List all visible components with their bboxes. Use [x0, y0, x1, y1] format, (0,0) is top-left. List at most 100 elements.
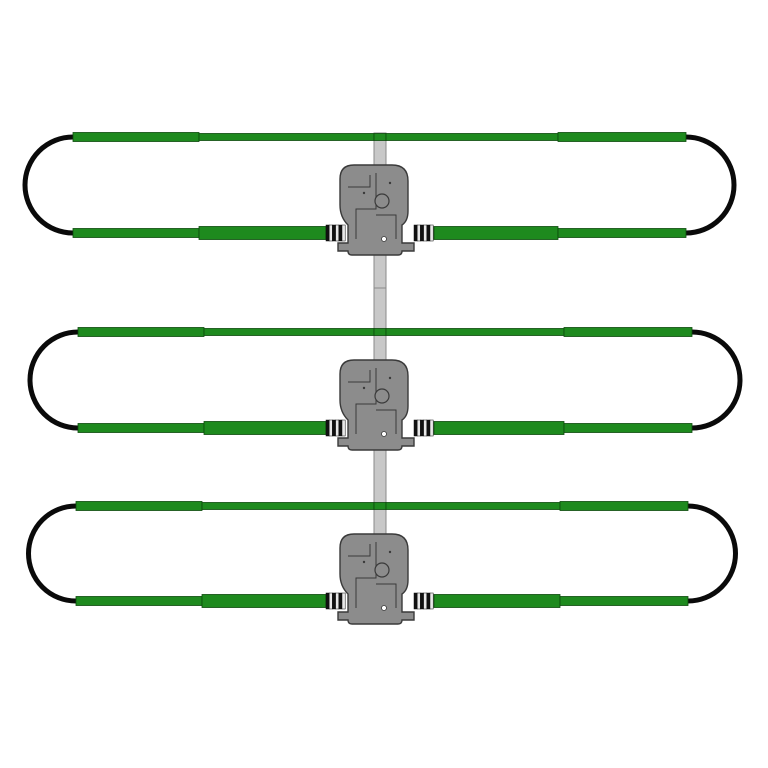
connector-band [420, 419, 424, 437]
connector-band [420, 224, 424, 242]
hub-rivet [388, 376, 392, 380]
bottom-left-inner-tube [203, 421, 327, 435]
right-loop-cable [685, 503, 738, 604]
top-tube-segment [373, 133, 387, 141]
right-connector [413, 224, 434, 242]
top-tube-segment [559, 501, 689, 511]
connector-band [416, 592, 421, 610]
hub-panel-line [376, 409, 397, 434]
top-tube-segment [373, 328, 387, 336]
connector-band [335, 592, 340, 610]
connector-band [416, 224, 421, 242]
right-loop-cable [683, 134, 737, 236]
hub-panel-line [355, 368, 377, 434]
left-connector [325, 224, 346, 242]
right-connector [413, 592, 434, 610]
connector-band [420, 592, 424, 610]
left-connector [325, 592, 346, 610]
bottom-right-inner-tube [433, 421, 565, 435]
feed-hub [337, 359, 415, 451]
connector-band [325, 224, 330, 242]
hub-panel-line [355, 173, 377, 239]
left-loop-cable [27, 329, 81, 431]
hub-panel-line [348, 370, 371, 383]
hub-panel-line [355, 542, 377, 608]
hub-panel-line [376, 583, 397, 608]
element-1 [22, 132, 737, 256]
top-tube-segment [385, 502, 561, 510]
bottom-right-outer-tube [563, 423, 693, 433]
connector-band [423, 419, 428, 437]
hub-rivet [362, 386, 366, 390]
connector-band [423, 592, 428, 610]
connector-band [413, 592, 418, 610]
connector-band [423, 224, 428, 242]
hub-terminal [381, 431, 387, 437]
connector-band [413, 419, 418, 437]
connector-band [413, 224, 418, 242]
connector-band [341, 224, 346, 242]
top-tube-segment [75, 501, 203, 511]
hub-terminal [381, 236, 387, 242]
connector-band [335, 224, 340, 242]
hub-bolt [374, 562, 390, 578]
top-tube-segment [385, 133, 559, 141]
connector-band [328, 224, 333, 242]
top-tube-segment [72, 132, 200, 142]
bottom-left-outer-tube [75, 596, 203, 606]
connector-band [338, 592, 343, 610]
hub-rivet [388, 181, 392, 185]
elements-layer [22, 132, 743, 625]
connector-band [426, 592, 431, 610]
connector-band [332, 592, 336, 610]
left-loop-cable [26, 503, 79, 604]
connector-band [416, 419, 421, 437]
top-tube-segment [203, 328, 375, 336]
connector-band [338, 224, 343, 242]
connector-band [338, 419, 343, 437]
bottom-left-inner-tube [201, 594, 327, 608]
hub-rivet [362, 191, 366, 195]
bottom-left-outer-tube [77, 423, 205, 433]
hub-terminal [381, 605, 387, 611]
connector-band [429, 224, 434, 242]
connector-band [325, 592, 330, 610]
top-tube-segment [373, 502, 387, 510]
bottom-left-inner-tube [198, 226, 327, 240]
top-tube-segment [201, 502, 375, 510]
connector-band [332, 224, 336, 242]
bottom-right-inner-tube [433, 226, 559, 240]
connector-band [335, 419, 340, 437]
connector-band [426, 419, 431, 437]
hub-bolt [374, 388, 390, 404]
bottom-right-outer-tube [559, 596, 689, 606]
element-2 [27, 327, 743, 451]
top-tube-segment [557, 132, 687, 142]
bottom-right-inner-tube [433, 594, 561, 608]
left-loop-cable [22, 134, 76, 236]
right-loop-cable [689, 329, 743, 431]
connector-band [341, 419, 346, 437]
hub-panel-line [376, 214, 397, 239]
bottom-right-outer-tube [557, 228, 687, 238]
top-tube-segment [77, 327, 205, 337]
connector-band [341, 592, 346, 610]
connector-band [332, 419, 336, 437]
top-tube-segment [198, 133, 375, 141]
feed-hub [337, 164, 415, 256]
element-3 [26, 501, 738, 625]
connector-band [426, 224, 431, 242]
bottom-left-outer-tube [72, 228, 200, 238]
connector-band [429, 592, 434, 610]
connector-band [328, 592, 333, 610]
connector-band [328, 419, 333, 437]
hub-panel-line [348, 544, 371, 557]
right-connector [413, 419, 434, 437]
hub-bolt [374, 193, 390, 209]
top-tube-segment [385, 328, 565, 336]
connector-band [429, 419, 434, 437]
left-connector [325, 419, 346, 437]
feed-hub [337, 533, 415, 625]
